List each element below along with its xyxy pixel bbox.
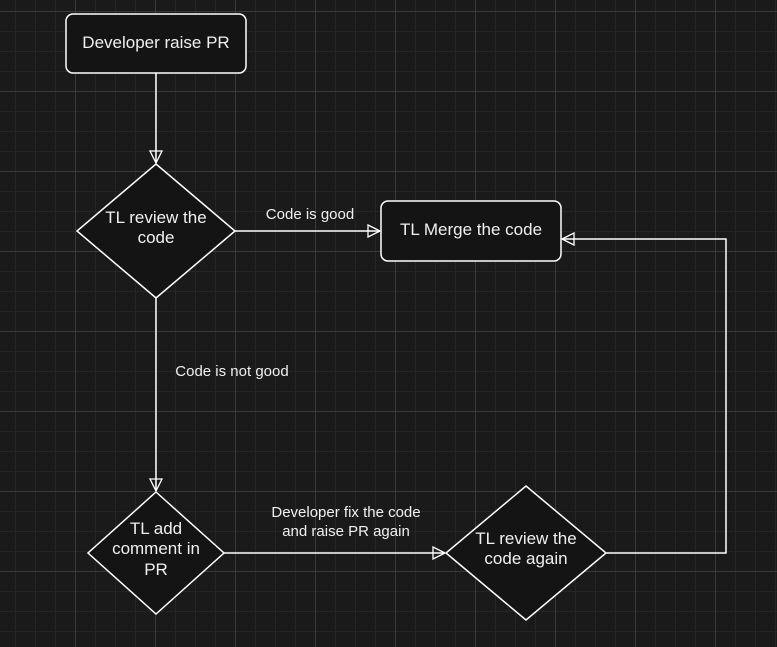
node-tl-add-comment[interactable] bbox=[86, 490, 226, 616]
node-tl-merge-code[interactable] bbox=[380, 200, 562, 262]
edge-label-code-is-good: Code is good bbox=[265, 206, 355, 223]
label-tl-review-code: TL review the code bbox=[105, 208, 207, 248]
edge-label-developer-fix: Developer fix the code and raise PR agai… bbox=[271, 504, 421, 540]
label-tl-review-again: TL review the code again bbox=[475, 529, 577, 569]
label-tl-merge-code: TL Merge the code bbox=[399, 220, 543, 239]
edge-label-code-is-not-good: Code is not good bbox=[175, 363, 289, 380]
node-tl-review-again[interactable] bbox=[444, 485, 608, 621]
label-developer-raise-pr: Developer raise PR bbox=[82, 33, 230, 52]
label-tl-add-comment: TL add comment in PR bbox=[112, 519, 200, 579]
edge-review-again-to-merge bbox=[562, 239, 727, 554]
